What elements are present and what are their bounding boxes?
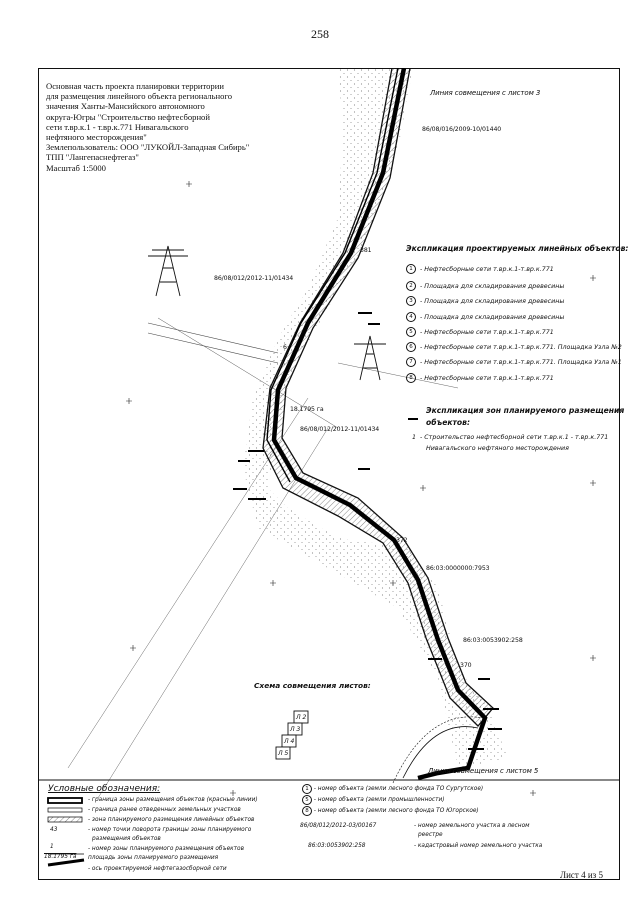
legend-item: - зона планируемого размещения линейных … — [88, 817, 255, 823]
legend-item: - номер зоны планируемого размещения объ… — [88, 846, 245, 852]
road-line — [67, 397, 309, 769]
sheet-scheme-boxes — [275, 710, 309, 760]
zone-item-line: Нивагальского нефтяного месторождения — [426, 445, 569, 452]
cadastral-number: 86:03:0053902:258 — [308, 843, 366, 849]
legend-point-number: 43 — [50, 827, 58, 833]
match-line-top-label: Линия совмещения с листом 3 — [430, 89, 541, 97]
sheet-scheme-box-label: Л 4 — [284, 738, 295, 745]
explication-lines-title: Экспликация проектируемых линейных объек… — [406, 244, 629, 253]
parcel-label: 86/08/012/2012-11/01434 — [300, 426, 380, 433]
power-tower-icon — [354, 335, 386, 381]
explication-zones-title-2: объектов: — [426, 418, 470, 427]
title-line: нефтяного месторождения" — [46, 132, 147, 143]
page-number: 258 — [311, 27, 329, 41]
legend-right-item: 5 - номер объекта (земли промышленности) — [302, 795, 445, 805]
point-label: 372 — [396, 537, 408, 544]
point-label: 6 — [283, 344, 287, 351]
title-line: сети т.вр.к.1 - т.вр.к.771 Нивагальского — [46, 121, 189, 132]
explication-item: 6- Нефтесборные сети т.вр.к.1-т.вр.к.771… — [406, 342, 622, 352]
legend-right-item: 1 - номер объекта (земли лесного фонда Т… — [302, 784, 483, 794]
title-line: Основная часть проекта планировки террит… — [46, 81, 224, 91]
title-line: Землепользователь: ООО "ЛУКОЙЛ-Западная … — [46, 142, 250, 153]
sheet-scheme-title: Схема совмещения листов: — [254, 681, 371, 690]
point-label: 381 — [360, 247, 372, 254]
sheet-scheme-box-label: Л 2 — [296, 714, 307, 721]
legend-item: площадь зоны планируемого размещения — [88, 855, 219, 861]
legend-title: Условные обозначения: — [48, 784, 161, 794]
forest-reg-text: - номер земельного участка в лесном — [414, 823, 530, 829]
parcel-label: 86/08/012/2012-11/01434 — [214, 275, 294, 282]
sheet-scheme-box-label: Л 5 — [278, 750, 289, 757]
sheet-label: Лист 4 из 5 — [560, 870, 603, 880]
legend-symbols — [47, 797, 85, 867]
explication-item: 7- Нефтесборные сети т.вр.к.1-т.вр.к.771… — [406, 357, 622, 367]
legend-item: - граница ранее отведенных земельных уча… — [88, 807, 241, 813]
legend-zone-number: 1 — [50, 844, 54, 850]
zone-item-number: 1- Строительство нефтесборной сети т.вр.… — [412, 434, 609, 441]
legend-area: 18.1795 га — [44, 854, 77, 860]
explication-item: 5- Нефтесборные сети т.вр.к.1-т.вр.к.771 — [406, 327, 554, 337]
road-line — [337, 362, 459, 389]
legend-item: - граница зоны размещения объектов (крас… — [88, 797, 258, 803]
legend-item: размещения объектов — [92, 836, 161, 842]
legend-right-item: 8 - номер объекта (земли лесного фонда Т… — [302, 806, 479, 816]
title-line: округа-Югры "Строительство нефтесборной — [46, 111, 210, 122]
parcel-label: 86/08/016/2009-10/01440 — [422, 126, 502, 133]
title-line: Масштаб 1:5000 — [46, 162, 106, 173]
explication-item: 2- Площадка для складирования древесины — [406, 281, 564, 291]
title-line: ТПП "Лангепаснефтегаз" — [46, 152, 139, 163]
parcel-label: 86:03:0053902:258 — [463, 637, 523, 644]
road-line — [147, 332, 279, 364]
road-line — [157, 317, 339, 429]
parcel-label: 86:03:0000000:7953 — [426, 565, 490, 572]
sheet-scheme-box-label: Л 3 — [290, 726, 301, 733]
point-label: 370 — [460, 662, 472, 669]
pipeline-axis — [271, 68, 488, 781]
explication-item: 3- Площадка для складирования древесины — [406, 296, 564, 306]
legend-item: - номер точки поворота границы зоны план… — [88, 827, 252, 833]
map-drawing — [38, 68, 620, 867]
explication-zones-title: Экспликация зон планируемого размещения — [426, 406, 625, 415]
explication-item: 8- Нефтесборные сети т.вр.к.1-т.вр.к.771 — [406, 373, 554, 383]
explication-item: 1- Нефтесборные сети т.вр.к.1-т.вр.к.771 — [406, 264, 554, 274]
area-label: 18.1795 га — [290, 406, 324, 413]
curve-contour — [402, 726, 479, 779]
forest-reg-number: 86/08/012/2012-03/00167 — [300, 823, 377, 829]
title-line: для размещения линейного объекта региона… — [46, 91, 233, 102]
cadastral-text: - кадастровый номер земельного участка — [414, 843, 543, 849]
explication-item: 4- Площадка для складирования древесины — [406, 312, 564, 322]
legend-item: - ось проектируемой нефтегазосборной сет… — [88, 866, 227, 872]
forest-reg-text-2: реестре — [418, 832, 443, 838]
title-line: значения Ханты-Мансийского автономного — [46, 101, 205, 112]
road-line — [147, 322, 279, 354]
power-tower-icon — [148, 245, 188, 297]
title-block: Основная часть проекта планировки террит… — [46, 81, 296, 173]
map-sheet-frame — [38, 68, 620, 880]
match-line-bottom-label: Линия совмещения с листом 5 — [428, 767, 539, 775]
